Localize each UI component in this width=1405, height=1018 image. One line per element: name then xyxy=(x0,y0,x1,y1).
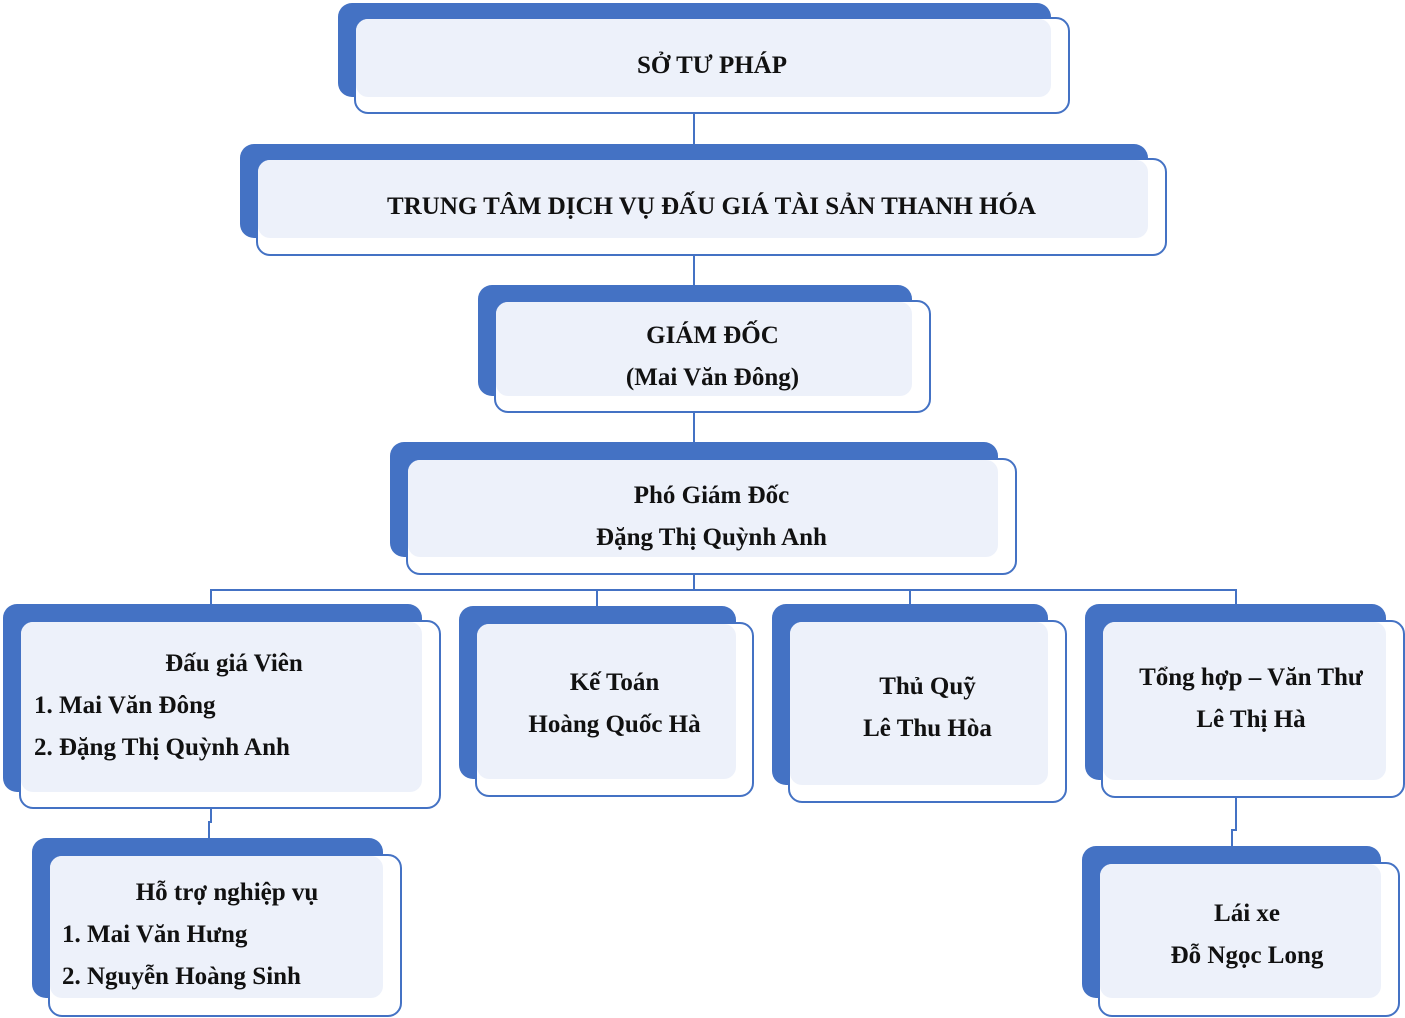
node-person: Đặng Thị Quỳnh Anh xyxy=(596,523,827,551)
node-title: Lái xe xyxy=(1214,899,1280,927)
node-title: GIÁM ĐỐC xyxy=(646,321,779,349)
node-title: Thủ Quỹ xyxy=(879,672,976,700)
node-title: Kế Toán xyxy=(569,668,660,696)
node-person: 2. Nguyễn Hoàng Sinh xyxy=(62,963,301,990)
node-person: 2. Đặng Thị Quỳnh Anh xyxy=(34,734,290,761)
node-person: Lê Thị Hà xyxy=(1196,706,1306,733)
node-title: Đấu giá Viên xyxy=(165,650,303,677)
node-title: SỞ TƯ PHÁP xyxy=(636,51,787,79)
node-person: Lê Thu Hòa xyxy=(863,714,992,742)
node-title: Tổng hợp – Văn Thư xyxy=(1139,664,1363,691)
connector xyxy=(210,589,1237,604)
node-person: (Mai Văn Đông) xyxy=(625,363,800,391)
node-title: Phó Giám Đốc xyxy=(633,481,790,509)
connector xyxy=(1231,797,1237,846)
node-person: Hoàng Quốc Hà xyxy=(528,710,701,738)
node-person: 1. Mai Văn Hưng xyxy=(62,921,248,948)
node-person: Đỗ Ngọc Long xyxy=(1170,941,1324,969)
node-person: 1. Mai Văn Đông xyxy=(34,692,216,719)
node-title: Hỗ trợ nghiệp vụ xyxy=(135,879,319,906)
node-title: TRUNG TÂM DỊCH VỤ ĐẤU GIÁ TÀI SẢN THANH … xyxy=(387,193,1036,220)
connector xyxy=(208,808,212,838)
